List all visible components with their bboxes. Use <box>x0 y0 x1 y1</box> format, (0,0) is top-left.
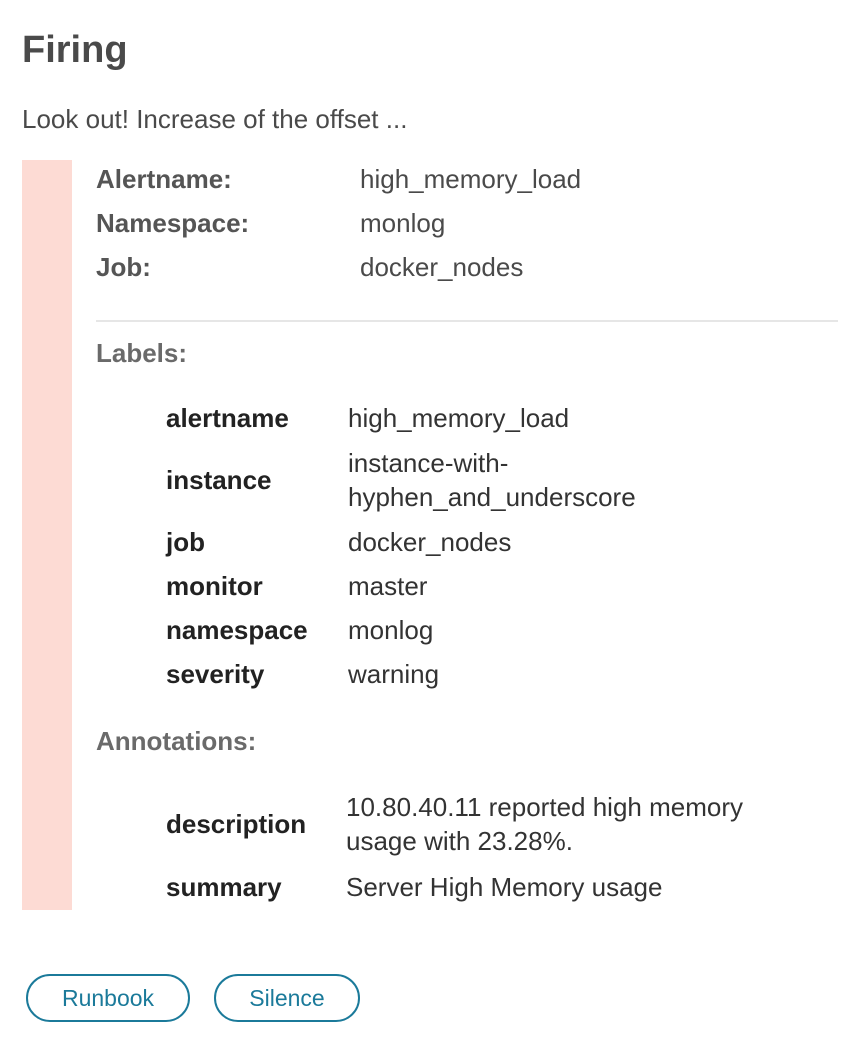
annotation-value: Server High Memory usage <box>346 872 663 902</box>
label-value: warning <box>348 659 440 689</box>
meta-value: docker_nodes <box>360 252 524 282</box>
silence-button[interactable]: Silence <box>214 974 360 1022</box>
meta-key: Namespace: <box>96 208 250 238</box>
annotations-heading: Annotations: <box>96 726 257 756</box>
annotation-value: 10.80.40.11 reported high memory usage w… <box>346 792 743 856</box>
annotation-key: description <box>166 809 307 839</box>
alert-status-bar <box>22 160 72 910</box>
meta-row-namespace: Namespace: monlog <box>96 206 836 250</box>
meta-row-alertname: Alertname: high_memory_load <box>96 162 836 206</box>
meta-row-job: Job: docker_nodes <box>96 250 836 294</box>
label-key: instance <box>166 465 272 495</box>
meta-key: Alertname: <box>96 164 232 194</box>
label-key: job <box>166 527 205 557</box>
meta-value: monlog <box>360 208 446 238</box>
label-key: alertname <box>166 403 289 433</box>
label-value: docker_nodes <box>348 527 512 557</box>
annotation-key: summary <box>166 872 282 902</box>
alert-subtitle: Look out! Increase of the offset ... <box>22 104 408 134</box>
labels-heading: Labels: <box>96 338 188 368</box>
section-divider <box>96 320 838 322</box>
label-key: severity <box>166 659 265 689</box>
label-value: monlog <box>348 615 434 645</box>
label-value: high_memory_load <box>348 403 570 433</box>
page-title: Firing <box>22 29 128 71</box>
meta-value: high_memory_load <box>360 164 582 194</box>
runbook-button[interactable]: Runbook <box>26 974 190 1022</box>
label-value: master <box>348 571 428 601</box>
meta-key: Job: <box>96 252 151 282</box>
label-key: namespace <box>166 615 308 645</box>
label-key: monitor <box>166 571 263 601</box>
label-value: instance-with-hyphen_and_underscore <box>348 448 636 512</box>
alert-meta: Alertname: high_memory_load Namespace: m… <box>96 162 836 294</box>
